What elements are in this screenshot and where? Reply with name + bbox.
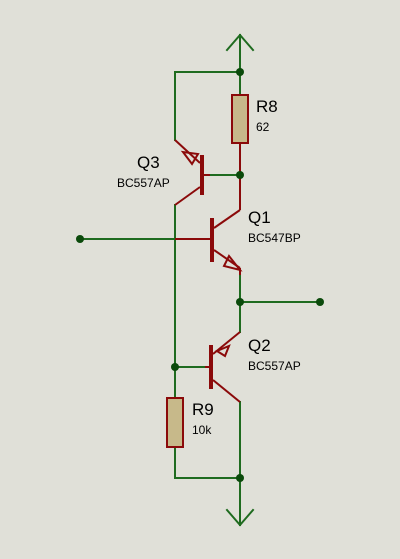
q2-emitter-arrow [214, 344, 231, 358]
transistor-q3[interactable] [174, 139, 210, 206]
q3-emitter-arrow [180, 150, 200, 166]
junction-top [236, 68, 244, 76]
q1-value: BC547BP [248, 231, 301, 245]
transistor-q1[interactable] [175, 175, 243, 275]
q3-designator: Q3 [137, 153, 160, 172]
r9-value: 10k [192, 423, 212, 437]
junction-output-node [236, 298, 244, 306]
junctions [76, 68, 324, 482]
transistor-q2[interactable] [205, 331, 241, 403]
r8-value: 62 [256, 120, 270, 134]
q3-value: BC557AP [117, 176, 170, 190]
junction-output-pin[interactable] [316, 298, 324, 306]
junction-r9-top [171, 363, 179, 371]
supply-terminal-bottom[interactable] [225, 477, 255, 527]
junction-input-pin[interactable] [76, 235, 84, 243]
r9-designator: R9 [192, 400, 214, 419]
q2-designator: Q2 [248, 336, 271, 355]
junction-r8-q3 [236, 171, 244, 179]
resistor-r8[interactable] [231, 94, 249, 144]
labels: R8 62 Q3 BC557AP Q1 BC547BP Q2 BC557AP R… [117, 97, 301, 437]
q1-designator: Q1 [248, 208, 271, 227]
resistor-r9[interactable] [166, 397, 184, 448]
q1-emitter-arrow [222, 254, 243, 272]
q3-collector [174, 186, 201, 206]
q2-value: BC557AP [248, 359, 301, 373]
wires [79, 33, 321, 527]
components [166, 94, 249, 448]
supply-terminal-top[interactable] [225, 33, 255, 73]
q1-collector [213, 209, 241, 229]
r8-designator: R8 [256, 97, 278, 116]
q2-collector [212, 379, 241, 403]
junction-bottom [236, 474, 244, 482]
